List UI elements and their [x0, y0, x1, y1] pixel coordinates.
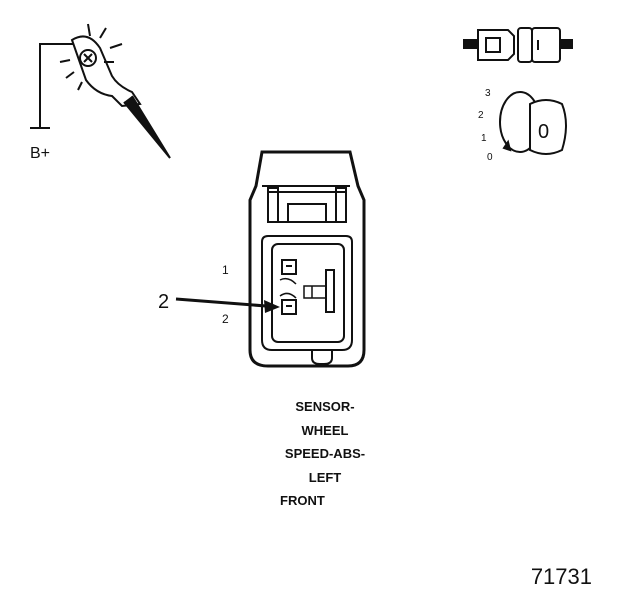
- figure-number: 71731: [530, 564, 592, 589]
- key-position-3: 3: [485, 88, 491, 99]
- key-display: 0: [538, 121, 549, 143]
- caption-line: FRONT: [280, 493, 325, 508]
- key-position-1: 1: [481, 133, 487, 144]
- connector-caption: SENSOR- WHEEL SPEED-ABS- LEFT FRONT: [270, 395, 380, 513]
- pin-number-2: 2: [222, 312, 229, 326]
- connector-icon: [463, 27, 573, 63]
- caption-line: SENSOR-: [295, 399, 355, 414]
- sensor-connector: [248, 150, 366, 368]
- caption-line: WHEEL: [301, 422, 349, 438]
- key-position-0: 0: [487, 152, 493, 163]
- key-position-2: 2: [478, 110, 484, 121]
- ignition-key-icon: [499, 91, 567, 155]
- callout-number: 2: [158, 291, 169, 313]
- callout-arrow: [175, 297, 280, 313]
- caption-line: SPEED-ABS-: [284, 446, 366, 461]
- caption-line: LEFT: [308, 469, 342, 485]
- pin-number-1: 1: [222, 263, 229, 277]
- test-light-icon: [30, 23, 171, 159]
- probe-label: B+: [30, 145, 50, 162]
